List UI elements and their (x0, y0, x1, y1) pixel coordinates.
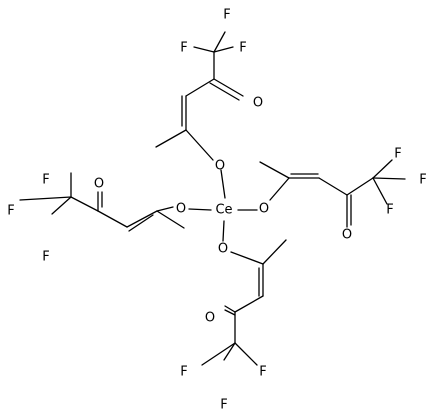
atom-label-o: O (259, 202, 269, 217)
atom-label-f: F (239, 41, 246, 56)
bond (213, 31, 226, 53)
bond (318, 177, 348, 196)
bond (126, 210, 158, 228)
atom-label-o: O (342, 228, 352, 243)
atom-label-f: F (386, 203, 393, 218)
atom-label-f: F (7, 204, 14, 219)
bond (230, 251, 264, 265)
atom-label-o: O (94, 177, 104, 192)
bond (222, 220, 225, 242)
bond (193, 46, 215, 53)
atom-label-o: O (176, 202, 186, 217)
bond (155, 129, 187, 148)
bond (372, 177, 388, 205)
atom-label-f: F (223, 8, 230, 23)
bond (234, 342, 258, 366)
atom-label-o: O (205, 311, 215, 326)
bond (156, 210, 185, 229)
bond (213, 46, 234, 53)
bond (269, 177, 290, 201)
bond (213, 78, 244, 97)
bond (128, 214, 154, 232)
bond (224, 309, 236, 316)
atom-label-f: F (42, 250, 49, 265)
bond (220, 169, 226, 199)
atom-labels: Ce O O O O O O O O F F F F F F F F F F F… (7, 8, 426, 413)
bond (224, 305, 236, 313)
bond (201, 342, 236, 366)
bond (156, 206, 174, 212)
bond (259, 161, 290, 179)
bond (262, 239, 287, 265)
atom-label-o: O (218, 242, 228, 257)
bond (223, 342, 236, 361)
atom-label-ce: Ce (215, 203, 232, 218)
bond (372, 159, 393, 179)
atom-label-f: F (180, 41, 187, 56)
atom-label-o: O (253, 96, 263, 111)
bond (234, 295, 264, 313)
atom-label-f: F (180, 365, 187, 380)
atom-label-f: F (259, 365, 266, 380)
atom-label-f: F (220, 398, 227, 413)
atom-label-o: O (215, 159, 225, 174)
bond (185, 78, 215, 97)
atom-label-f: F (42, 173, 49, 188)
bond (70, 196, 99, 212)
bond (346, 177, 374, 196)
atom-label-f: F (419, 173, 426, 188)
bond (209, 82, 240, 101)
bond (19, 196, 72, 201)
bond (185, 129, 214, 161)
bond (188, 208, 212, 211)
bond (97, 210, 128, 228)
atom-label-f: F (394, 147, 401, 162)
bond (372, 177, 406, 180)
bond-lines (19, 31, 406, 366)
bond (51, 196, 72, 215)
